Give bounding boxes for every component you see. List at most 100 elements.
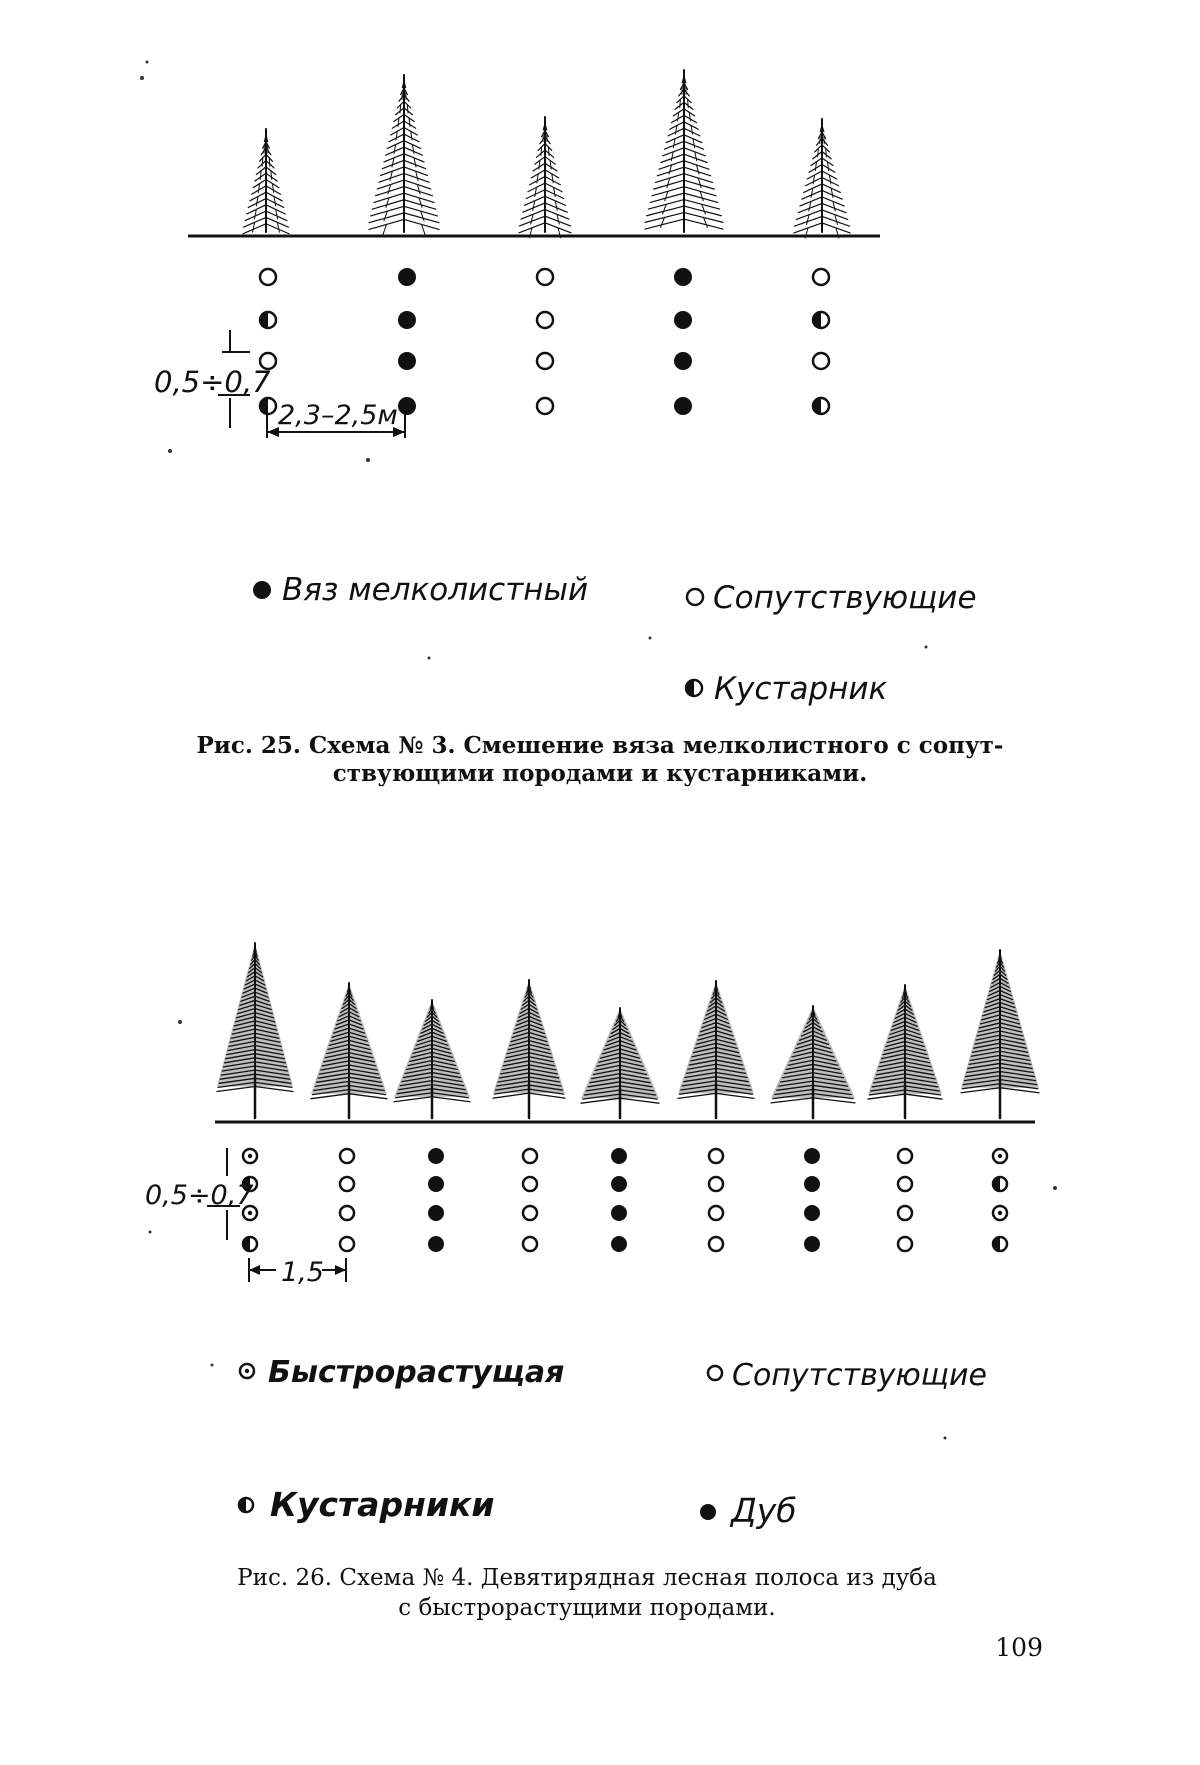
- legend-filled-circle-icon: [700, 1504, 716, 1520]
- legend-filled-circle-icon: [253, 581, 271, 599]
- legend-half-circle-icon: [237, 1496, 255, 1514]
- figure-26-column-spacing-label: 1,5: [281, 1257, 324, 1288]
- open-circle-marker: [258, 351, 278, 371]
- open-circle-marker: [535, 351, 555, 371]
- open-circle-marker: [707, 1175, 725, 1193]
- deciduous-tree-icon: [960, 949, 1040, 1120]
- filled-circle-marker: [674, 352, 692, 370]
- open-circle-marker: [521, 1235, 539, 1253]
- filled-circle-marker: [804, 1176, 820, 1192]
- filled-circle-marker: [804, 1236, 820, 1252]
- half-filled-circle-marker: [991, 1175, 1009, 1193]
- filled-circle-marker: [674, 311, 692, 329]
- figure-25-caption-line-2: ствующими породами и кустарниками.: [333, 760, 868, 787]
- open-circle-marker: [707, 1204, 725, 1222]
- conifer-tree-icon: [368, 74, 440, 235]
- figure-26-row-spacing-dimension: 0,5÷0,7: [145, 1148, 254, 1240]
- figure-25-trees: [242, 69, 851, 239]
- filled-circle-marker: [398, 397, 416, 415]
- filled-circle-marker: [428, 1148, 444, 1164]
- conifer-tree-icon: [644, 69, 724, 233]
- legend-elm-label: Вяз мелколистный: [282, 572, 588, 608]
- open-circle-marker: [258, 267, 278, 287]
- filled-circle-marker: [398, 311, 416, 329]
- open-circle-marker: [896, 1175, 914, 1193]
- open-circle-marker: [338, 1235, 356, 1253]
- legend-shrubs-label: Кустарники: [270, 1485, 495, 1524]
- deciduous-tree-icon: [492, 979, 566, 1120]
- deciduous-tree-icon: [770, 1005, 856, 1120]
- filled-circle-marker: [398, 352, 416, 370]
- dotted-circle-marker: [241, 1204, 259, 1222]
- deciduous-tree-icon: [677, 980, 755, 1120]
- half-filled-circle-marker: [811, 396, 831, 416]
- open-circle-marker: [811, 267, 831, 287]
- figure-25-column-spacing-dimension: 2,3–2,5м: [266, 400, 406, 438]
- legend-half-circle-icon: [684, 678, 704, 698]
- legend-open-circle-icon: [685, 587, 705, 607]
- deciduous-tree-icon: [580, 1007, 660, 1120]
- figure-26-legend: Быстрорастущая Сопутствующие Кустарники …: [237, 1355, 987, 1530]
- open-circle-marker: [896, 1147, 914, 1165]
- open-circle-marker: [338, 1147, 356, 1165]
- filled-circle-marker: [674, 268, 692, 286]
- figure-25-row-spacing-label: 0,5÷0,7: [154, 365, 271, 399]
- deciduous-tree-icon: [216, 942, 294, 1120]
- half-filled-circle-marker: [241, 1235, 259, 1253]
- open-circle-marker: [811, 351, 831, 371]
- legend-dotted-circle-icon: [238, 1362, 256, 1380]
- filled-circle-marker: [428, 1176, 444, 1192]
- legend-companion-label: Сопутствующие: [732, 1358, 987, 1393]
- open-circle-marker: [521, 1147, 539, 1165]
- figure-25-planting-grid: [258, 267, 831, 416]
- open-circle-marker: [535, 396, 555, 416]
- legend-fast-growing-label: Быстрорастущая: [268, 1355, 564, 1390]
- dotted-circle-marker: [991, 1147, 1009, 1165]
- figure-25: 0,5÷0,7 2,3–2,5м Вяз мелколистный Сопутс…: [154, 69, 1004, 787]
- deciduous-tree-icon: [310, 982, 388, 1120]
- figure-26-trees: [216, 942, 1040, 1120]
- deciduous-tree-icon: [867, 984, 943, 1120]
- open-circle-marker: [535, 310, 555, 330]
- half-filled-circle-marker: [241, 1175, 259, 1193]
- legend-shrub-label: Кустарник: [714, 671, 888, 707]
- open-circle-marker: [707, 1235, 725, 1253]
- dotted-circle-marker: [241, 1147, 259, 1165]
- open-circle-marker: [521, 1204, 539, 1222]
- figure-26-caption-line-2: с быстрорастущими породами.: [398, 1595, 776, 1621]
- figure-26-column-spacing-dimension: 1,5: [248, 1257, 347, 1288]
- half-filled-circle-marker: [991, 1235, 1009, 1253]
- open-circle-marker: [338, 1175, 356, 1193]
- figure-26-caption-line-1: Рис. 26. Схема № 4. Девятирядная лесная …: [237, 1565, 937, 1591]
- open-circle-marker: [535, 267, 555, 287]
- filled-circle-marker: [804, 1148, 820, 1164]
- figure-26-caption: Рис. 26. Схема № 4. Девятирядная лесная …: [237, 1565, 937, 1621]
- dotted-circle-marker: [991, 1204, 1009, 1222]
- open-circle-marker: [896, 1235, 914, 1253]
- figure-25-caption-line-1: Рис. 25. Схема № 3. Смешение вяза мелкол…: [197, 732, 1004, 759]
- page-number: 109: [995, 1633, 1043, 1662]
- filled-circle-marker: [611, 1236, 627, 1252]
- figure-25-column-spacing-label: 2,3–2,5м: [278, 400, 398, 431]
- filled-circle-marker: [674, 397, 692, 415]
- open-circle-marker: [521, 1175, 539, 1193]
- figure-26-planting-grid: [241, 1147, 1009, 1253]
- conifer-tree-icon: [518, 116, 572, 239]
- legend-open-circle-icon: [706, 1364, 724, 1382]
- figure-25-legend: Вяз мелколистный Сопутствующие Кустарник: [253, 572, 977, 707]
- filled-circle-marker: [611, 1148, 627, 1164]
- conifer-tree-icon: [242, 128, 290, 235]
- figure-25-caption: Рис. 25. Схема № 3. Смешение вяза мелкол…: [197, 732, 1004, 787]
- conifer-tree-icon: [793, 118, 851, 239]
- scan-specks: [140, 60, 1057, 1440]
- open-circle-marker: [707, 1147, 725, 1165]
- filled-circle-marker: [804, 1205, 820, 1221]
- open-circle-marker: [896, 1204, 914, 1222]
- half-filled-circle-marker: [811, 310, 831, 330]
- open-circle-marker: [338, 1204, 356, 1222]
- filled-circle-marker: [611, 1205, 627, 1221]
- half-filled-circle-marker: [258, 310, 278, 330]
- legend-oak-label: Дуб: [729, 1491, 797, 1530]
- filled-circle-marker: [428, 1236, 444, 1252]
